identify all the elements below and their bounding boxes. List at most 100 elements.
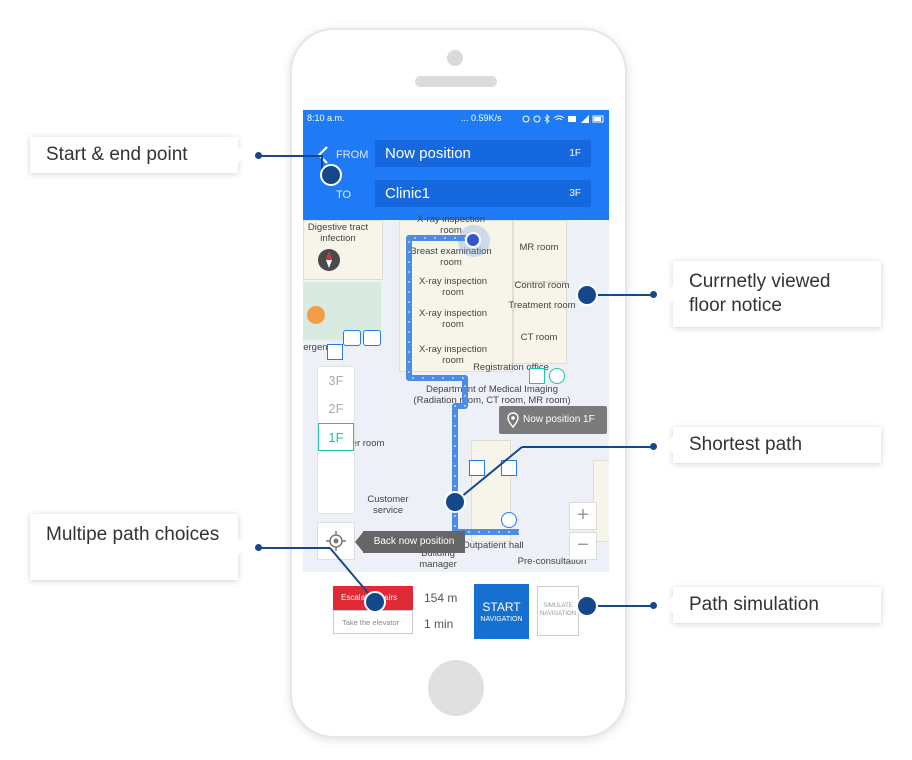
room-label: CT room — [520, 332, 558, 343]
to-value: Clinic1 — [385, 185, 431, 202]
status-icons — [522, 114, 604, 124]
connector-start-end — [258, 155, 322, 157]
printer-icon — [549, 368, 565, 384]
callout-multiple-paths: Multipe path choices — [30, 514, 238, 580]
status-bar: 8:10 a.m. ... 0.59K/s — [303, 110, 609, 128]
connector-shortest-path — [522, 446, 654, 448]
marker-path-simulation — [576, 595, 598, 617]
compass-icon[interactable] — [317, 248, 341, 272]
elevator-icon — [343, 330, 361, 346]
simulate-sublabel: NAVIGATION — [539, 611, 577, 617]
home-button[interactable] — [428, 660, 484, 716]
from-floor: 1F — [569, 148, 581, 159]
map-room — [399, 220, 513, 372]
simulate-navigation-button[interactable]: SIMULATE NAVIGATION — [537, 586, 579, 636]
elevator-icon — [363, 330, 381, 346]
escalator-icon — [469, 460, 485, 476]
connector-floor-notice — [588, 294, 654, 296]
start-navigation-button[interactable]: START NAVIGATION — [474, 584, 529, 639]
connector-dot — [650, 443, 657, 450]
connector-dot — [255, 544, 262, 551]
zoom-in-button[interactable]: + — [569, 502, 597, 530]
back-now-arrow — [355, 531, 364, 553]
floor-selector: 3F 2F 1F — [317, 366, 355, 514]
speaker-grille — [415, 76, 497, 87]
registration-icon — [529, 368, 545, 384]
callout-shortest-path: Shortest path — [673, 427, 881, 463]
simulate-label: SIMULATE — [543, 603, 573, 609]
connector-start-end-v — [321, 155, 323, 175]
callout-path-simulation: Path simulation — [673, 587, 881, 623]
connector-dot — [650, 602, 657, 609]
map-room — [303, 220, 383, 280]
map-room — [513, 220, 567, 282]
callout-start-end: Start & end point — [30, 137, 238, 173]
app-screen: 8:10 a.m. ... 0.59K/s FROM TO Now positi… — [303, 110, 609, 654]
room-label: Outpatient hall — [462, 540, 524, 551]
floor-option-3f[interactable]: 3F — [328, 373, 344, 388]
back-now-position-button[interactable]: Back now position — [363, 531, 465, 553]
map-room — [513, 282, 567, 364]
room-label: Treatment room — [508, 300, 576, 311]
status-network: ... 0.59K/s — [461, 113, 502, 123]
locate-button[interactable] — [317, 522, 355, 560]
marker-start-end — [320, 164, 342, 186]
to-floor: 3F — [569, 188, 581, 199]
callout-multiple-paths-text: Multipe path choices — [46, 524, 220, 545]
room-label: Pre-consultation — [517, 556, 587, 567]
from-value: Now position — [385, 145, 471, 162]
connector-multiple-paths — [258, 547, 330, 549]
route-distance: 154 m — [424, 591, 458, 605]
status-time: 8:10 a.m. — [307, 113, 345, 123]
floor-notice-text: Now position 1F — [523, 414, 595, 425]
elevator-option[interactable]: Take the elevator — [333, 610, 413, 634]
connector-shortest-path-diag — [454, 446, 523, 503]
floor-notice: Now position 1F — [499, 406, 607, 434]
callout-floor-notice-text: Currnetly viewed floor notice — [689, 271, 831, 316]
location-pin-icon — [507, 412, 519, 428]
floor-option-1f[interactable]: 1F — [318, 423, 354, 451]
callout-path-simulation-text: Path simulation — [689, 594, 819, 615]
route-header: FROM TO Now position 1F Clinic1 3F — [303, 128, 609, 220]
to-field[interactable]: Clinic1 3F — [375, 180, 591, 207]
room-label: MR room — [519, 242, 559, 253]
from-field[interactable]: Now position 1F — [375, 140, 591, 167]
callout-start-end-text: Start & end point — [46, 144, 188, 165]
route-summary-panel: Escalator Stairs Take the elevator 154 m… — [303, 572, 609, 654]
refresh-icon — [501, 512, 517, 528]
escalator-icon — [501, 460, 517, 476]
route-time: 1 min — [424, 617, 454, 631]
connector-dot — [255, 152, 262, 159]
marker-multiple-paths — [364, 591, 386, 613]
locate-icon — [326, 531, 346, 551]
current-position-dot — [465, 232, 481, 248]
callout-floor-notice: Currnetly viewed floor notice — [673, 261, 881, 327]
room-label: Department of Medical Imaging(Radiation … — [413, 384, 571, 406]
elevator-option-label: Take the elevator — [342, 618, 400, 627]
front-camera — [447, 50, 463, 66]
connector-path-simulation — [588, 605, 654, 607]
marker-shortest-path — [444, 491, 466, 513]
connector-dot — [650, 291, 657, 298]
room-label: Registration office — [473, 362, 549, 373]
marker-floor-notice — [576, 284, 598, 306]
zoom-out-button[interactable]: − — [569, 532, 597, 560]
connector-multiple-paths-diag — [329, 547, 375, 601]
start-sublabel: NAVIGATION — [480, 616, 523, 623]
map-room — [593, 460, 609, 542]
to-label: TO — [336, 189, 352, 201]
room-label: Control room — [514, 280, 570, 291]
from-label: FROM — [336, 149, 369, 161]
start-label: START — [482, 600, 521, 614]
callout-shortest-path-text: Shortest path — [689, 434, 803, 455]
room-label: Emergency — [303, 342, 338, 353]
floor-option-2f[interactable]: 2F — [328, 401, 344, 416]
